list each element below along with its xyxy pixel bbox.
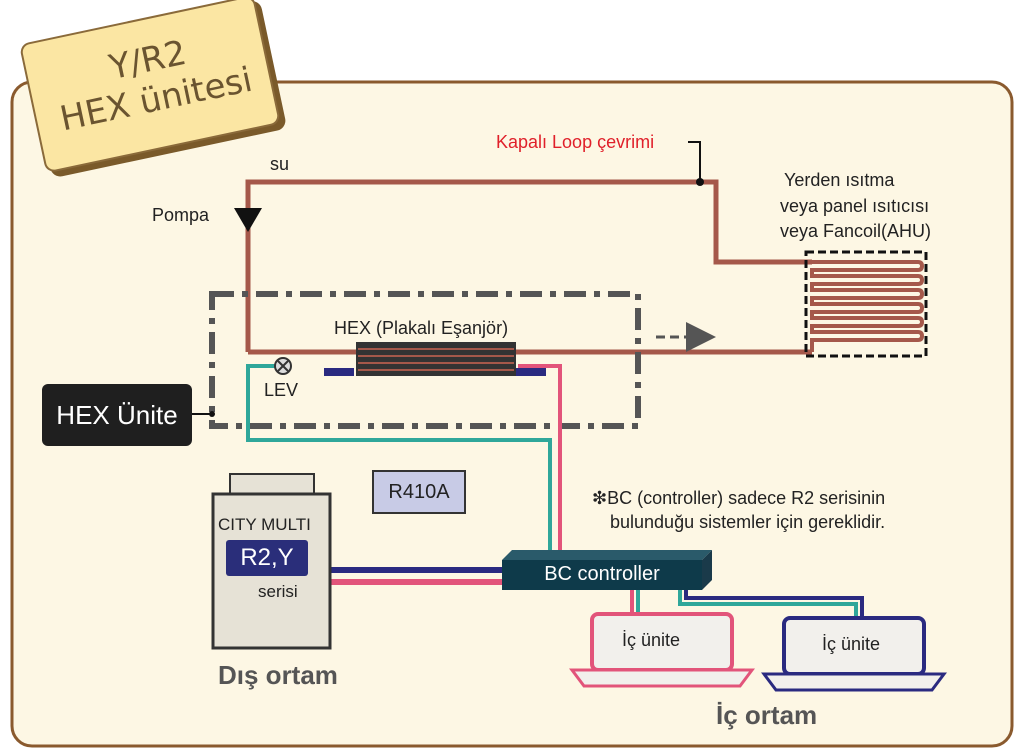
water-label: su <box>270 154 290 174</box>
hex-unit-label: HEX Ünite <box>42 384 192 446</box>
pump-icon <box>234 208 262 232</box>
bc-note-line-1: ❇BC (controller) sadece R2 serisinin <box>592 488 886 508</box>
floor-heating-coil <box>804 250 928 358</box>
pump-label: Pompa <box>152 205 210 225</box>
bc-controller-label: BC controller <box>544 563 660 585</box>
closed-loop-label: Kapalı Loop çevrimi <box>496 132 655 152</box>
indoor-unit-1 <box>569 612 755 688</box>
lev-valve-icon <box>274 357 292 375</box>
closed-loop-leader <box>688 141 701 180</box>
indoor-unit-1-label: İç ünite <box>622 630 681 650</box>
series-label: serisi <box>258 582 298 601</box>
water-loop-pipe <box>245 179 812 355</box>
heating-label-1: Yerden ısıtma <box>784 170 895 190</box>
refrigerant-label: R410A <box>372 470 466 514</box>
indoor-label: İç ortam <box>716 700 818 730</box>
hex-unit-boundary <box>209 291 641 429</box>
city-multi-label: CITY MULTI <box>218 515 311 534</box>
heating-label-3: veya Fancoil(AHU) <box>780 221 932 241</box>
indoor-unit-2 <box>761 616 947 692</box>
refrigerant-pipes <box>246 364 864 622</box>
plate-heat-exchanger <box>356 342 516 376</box>
lev-label: LEV <box>264 380 299 400</box>
indoor-unit-2-label: İç ünite <box>822 634 881 654</box>
bc-controller-box <box>502 550 712 590</box>
hex-exchanger-label: HEX (Plakalı Eşanjör) <box>334 318 509 338</box>
outdoor-label: Dış ortam <box>218 660 338 690</box>
bc-note-line-2: bulunduğu sistemler için gereklidir. <box>610 512 886 532</box>
heating-label-2: veya panel ısıtıcısı <box>780 196 930 216</box>
series-badge: R2,Y <box>226 540 308 576</box>
